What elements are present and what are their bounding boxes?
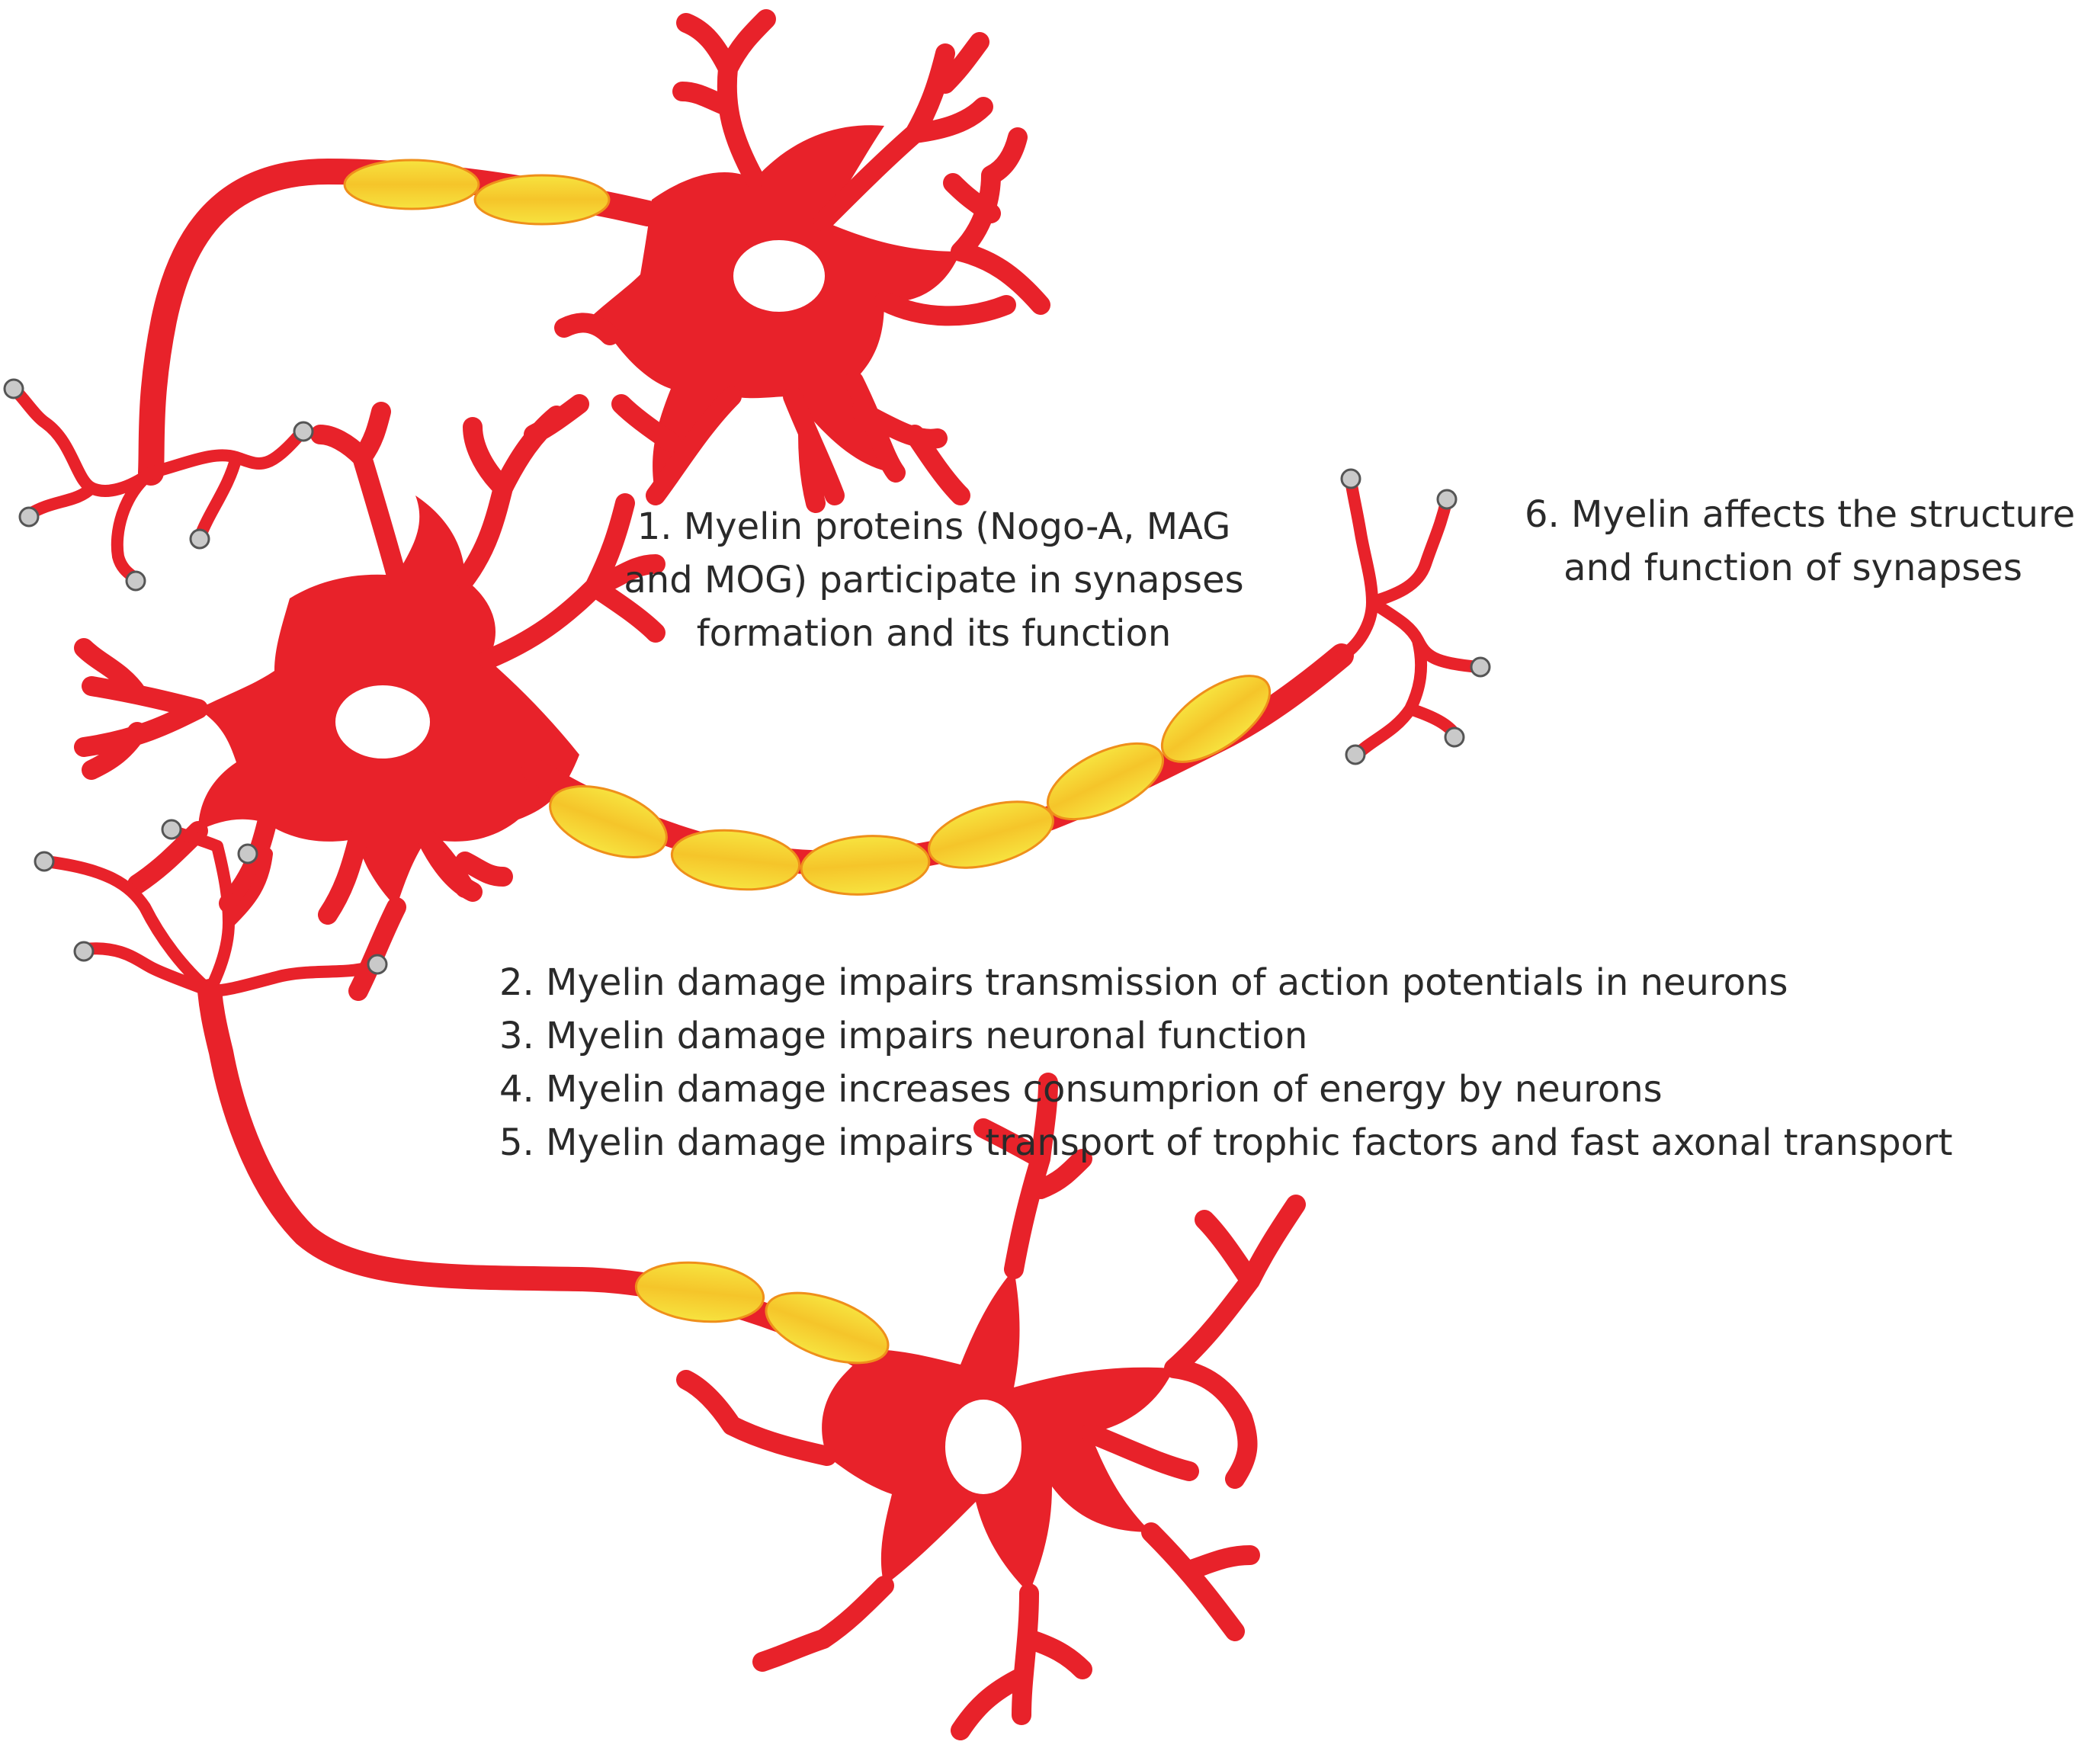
caption-6: 6. Myelin affects the structure and func… <box>1525 488 2075 595</box>
top-neuron <box>8 9 1050 585</box>
synapse-terminal <box>1345 744 1366 765</box>
myelin-segment <box>634 1261 765 1323</box>
myelin-segment <box>1160 675 1272 763</box>
synapse-terminal <box>237 843 258 864</box>
caption-1-line: and MOG) participate in synapses <box>624 559 1244 601</box>
caption-6-line: 6. Myelin affects the structure <box>1525 493 2075 536</box>
myelin-segment <box>1046 742 1165 821</box>
synapse-terminal <box>1444 726 1465 748</box>
top-neuron-nucleus <box>733 240 825 312</box>
myelin-segment <box>800 835 931 896</box>
top-neuron-terminal-branches <box>8 383 307 585</box>
myelin-segment <box>765 1291 890 1365</box>
myelin-segment <box>343 159 480 210</box>
myelin-segment <box>549 785 668 858</box>
caption-1-line: formation and its function <box>696 612 1172 655</box>
top-neuron-myelin <box>343 159 611 226</box>
myelin-segment <box>473 174 611 226</box>
middle-neuron-myelin <box>549 675 1272 896</box>
effects-list: 2. Myelin damage impairs transmission of… <box>499 956 1952 1169</box>
middle-neuron-terminal-branches <box>1336 474 1485 761</box>
effects-list-item: 3. Myelin damage impairs neuronal functi… <box>499 1015 1308 1057</box>
synapse-terminal <box>18 506 40 528</box>
myelin-segment <box>928 800 1054 869</box>
middle-neuron-dendrites <box>74 394 665 1001</box>
bottom-neuron-terminal-branches <box>40 825 383 997</box>
effects-list-item: 2. Myelin damage impairs transmission of… <box>499 961 1788 1004</box>
synapse-terminal <box>189 528 210 550</box>
bottom-neuron-myelin <box>634 1261 890 1365</box>
effects-list-item: 4. Myelin damage increases consumprion o… <box>499 1068 1663 1111</box>
synapse-terminal <box>161 819 182 840</box>
synapse-terminal <box>34 851 55 872</box>
synapse-terminal <box>125 570 146 592</box>
synaptic-terminals <box>3 378 1491 975</box>
synapse-terminal <box>1340 468 1361 489</box>
synapse-terminal <box>367 954 388 975</box>
caption-1-line: 1. Myelin proteins (Nogo-A, MAG <box>637 505 1231 548</box>
synapse-terminal <box>1436 489 1458 510</box>
caption-1: 1. Myelin proteins (Nogo-A, MAG and MOG)… <box>617 500 1250 660</box>
bottom-neuron-dendrites <box>676 1073 1306 1740</box>
effects-list-item: 5. Myelin damage impairs transport of tr… <box>499 1121 1953 1164</box>
synapse-terminal <box>73 941 95 962</box>
bottom-neuron-nucleus <box>945 1400 1021 1494</box>
top-neuron-dendrites <box>554 9 1050 513</box>
caption-6-line: and function of synapses <box>1563 547 2022 589</box>
synapse-terminal <box>1470 656 1491 678</box>
myelin-segment <box>670 829 801 891</box>
synapse-terminal <box>293 421 314 442</box>
middle-neuron-nucleus <box>335 685 430 759</box>
synapse-terminal <box>3 378 24 399</box>
